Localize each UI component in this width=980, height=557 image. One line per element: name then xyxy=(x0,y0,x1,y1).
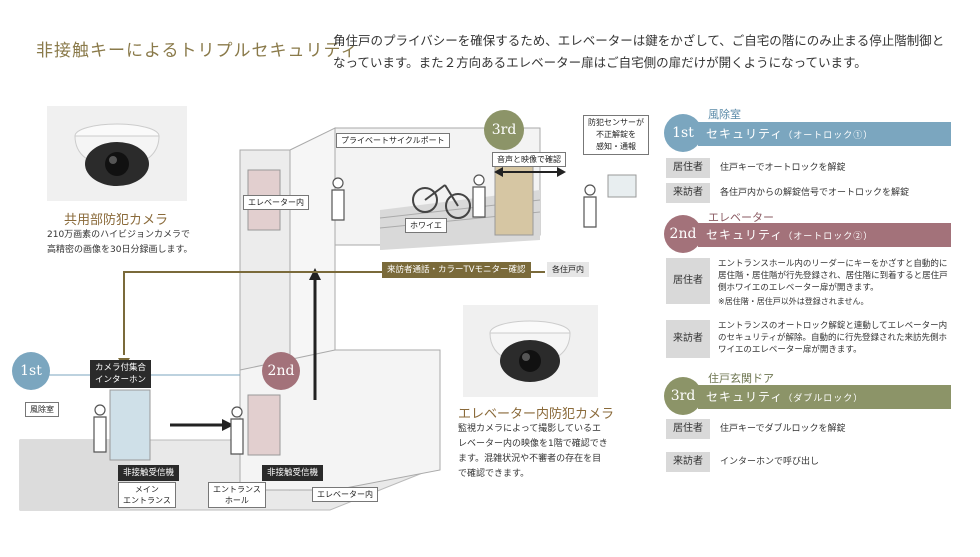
label-noncontact-receiver-1: 非接触受信機 xyxy=(118,465,180,481)
sec3-header: セキュリティ（ダブルロック） xyxy=(698,385,951,409)
sec2-text-resident: エントランスホール内のリーダーにキーをかざすと自動的に居住階・居住階が行先登録さ… xyxy=(718,259,948,293)
sec1-text-visitor: 各住戸内からの解錠信号でオートロックを解錠 xyxy=(720,188,910,198)
sec2-badge: 2nd xyxy=(664,215,702,253)
sec1-head-text: セキュリティ xyxy=(706,127,784,141)
camera2-desc: 監視カメラによって撮影しているエレベーター内の映像を1階で確認できます。混雑状況… xyxy=(458,424,608,479)
label-each-unit: 各住戸内 xyxy=(547,262,589,277)
sec1-text-resident: 住戸キーでオートロックを解錠 xyxy=(720,163,846,173)
badge-1st: 1st xyxy=(12,352,50,390)
label-main-entrance: メイン エントランス xyxy=(118,482,176,508)
sec2-role-visitor: 来訪者 xyxy=(666,320,710,358)
sec2-header: セキュリティ（オートロック②） xyxy=(698,223,951,247)
camera2-title: エレベーター内防犯カメラ xyxy=(458,407,615,422)
label-audio-video: 音声と映像で確認 xyxy=(492,152,566,167)
sec1-role-resident: 居住者 xyxy=(666,158,710,178)
sec3-over-label: 住戸玄関ドア xyxy=(708,372,774,385)
camera-icon xyxy=(489,320,571,382)
sec2-head-text: セキュリティ xyxy=(706,228,784,242)
sec2-head-small: （オートロック②） xyxy=(783,232,874,242)
label-windbreak: 風除室 xyxy=(25,402,59,417)
camera1-desc: 210万画素のハイビジョンカメラで高精密の画像を30日分録画します。 xyxy=(47,230,193,255)
label-visitor-call: 来訪者通話・カラーTVモニター確認 xyxy=(382,262,531,278)
label-noncontact-receiver-2: 非接触受信機 xyxy=(262,465,324,481)
sec1-over-label: 風除室 xyxy=(708,108,741,121)
sec2-role-resident: 居住者 xyxy=(666,258,710,304)
sec1-badge: 1st xyxy=(664,114,702,152)
dome-camera-image-2 xyxy=(463,305,598,397)
sec1-role-visitor: 来訪者 xyxy=(666,183,710,203)
building-diagram xyxy=(19,127,637,511)
sec1-header: セキュリティ（オートロック①） xyxy=(698,122,951,146)
label-foyer: ホワイエ xyxy=(405,218,447,233)
label-intercom: カメラ付集合 インターホン xyxy=(90,360,152,388)
sec3-role-resident: 居住者 xyxy=(666,419,710,439)
sec3-text-visitor: インターホンで呼び出し xyxy=(720,457,820,467)
camera-icon xyxy=(74,123,160,186)
sec3-role-visitor: 来訪者 xyxy=(666,452,710,472)
label-bicycle-port: プライベートサイクルポート xyxy=(336,133,450,148)
sec2-text-visitor: エントランスのオートロック解錠と連動してエレベーター内のセキュリティが解除。自動… xyxy=(718,321,948,355)
label-elevator-inside-bottom: エレベーター内 xyxy=(312,487,378,502)
label-entrance-hall: エントランス ホール xyxy=(208,482,266,508)
dome-camera-image-1 xyxy=(47,106,187,201)
sec3-head-small: （ダブルロック） xyxy=(783,394,864,404)
sec3-text-resident: 住戸キーでダブルロックを解錠 xyxy=(720,424,846,434)
label-sensor: 防犯センサーが 不正解錠を 感知・通報 xyxy=(583,115,649,155)
sec2-over-label: エレベーター xyxy=(708,211,774,224)
intro-text: 角住戸のプライバシーを確保するため、エレベーターは鍵をかざして、ご自宅の階にのみ… xyxy=(333,33,945,70)
badge-3rd: 3rd xyxy=(484,110,524,150)
sec3-head-text: セキュリティ xyxy=(706,390,784,404)
badge-2nd: 2nd xyxy=(262,352,300,390)
camera1-title: 共用部防犯カメラ xyxy=(64,213,169,228)
sec1-head-small: （オートロック①） xyxy=(783,131,874,141)
label-elevator-inside-top: エレベーター内 xyxy=(243,195,309,210)
sec2-note-resident: ※居住階・居住戸以外は登録されません。 xyxy=(718,297,869,306)
sec3-badge: 3rd xyxy=(664,377,702,415)
page-title: 非接触キーによるトリプルセキュリティ xyxy=(36,41,359,61)
